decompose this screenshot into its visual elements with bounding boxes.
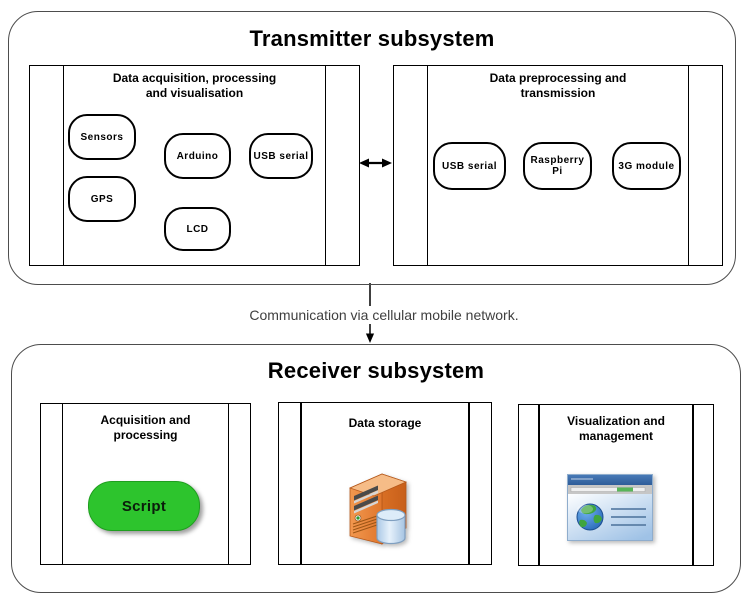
transmitter-title: Transmitter subsystem [249, 26, 495, 51]
right-bar [468, 403, 470, 564]
transmitter-subsystem-container: Transmitter subsystem [8, 11, 736, 285]
acquisition-processing-box-title: Acquisition and processing [100, 413, 191, 442]
visualization-management-box-title: Visualization and management [567, 414, 665, 443]
left-bar [61, 404, 64, 564]
node-sensors: Sensors [68, 114, 136, 160]
server-database-icon [343, 458, 415, 548]
data-preprocessing-box-title: Data preprocessing and transmission [489, 71, 627, 100]
right-bar [324, 66, 327, 265]
left-bar [538, 405, 540, 565]
node-usb-serial-transmit: USB serial [249, 133, 313, 179]
data-storage-box-title: Data storage [348, 416, 422, 430]
right-bar [227, 404, 230, 564]
left-bar [300, 403, 302, 564]
node-3g-module: 3G module [612, 142, 681, 190]
node-arduino: Arduino [164, 133, 231, 179]
node-script: Script [88, 481, 200, 531]
node-raspberry-pi: Raspberry Pi [523, 142, 592, 190]
receiver-subsystem-container: Receiver subsystem [11, 344, 741, 593]
right-bar [692, 405, 694, 565]
browser-globe-icon [567, 474, 653, 541]
receiver-title: Receiver subsystem [267, 358, 485, 383]
node-lcd: LCD [164, 207, 231, 251]
left-bar [62, 66, 65, 265]
right-bar [687, 66, 690, 265]
node-gps: GPS [68, 176, 136, 222]
data-acquisition-box-title: Data acquisition, processing and visuali… [112, 71, 277, 100]
left-bar [426, 66, 429, 265]
cellular-network-label: Communication via cellular mobile networ… [234, 306, 534, 324]
node-usb-serial-receive: USB serial [433, 142, 506, 190]
